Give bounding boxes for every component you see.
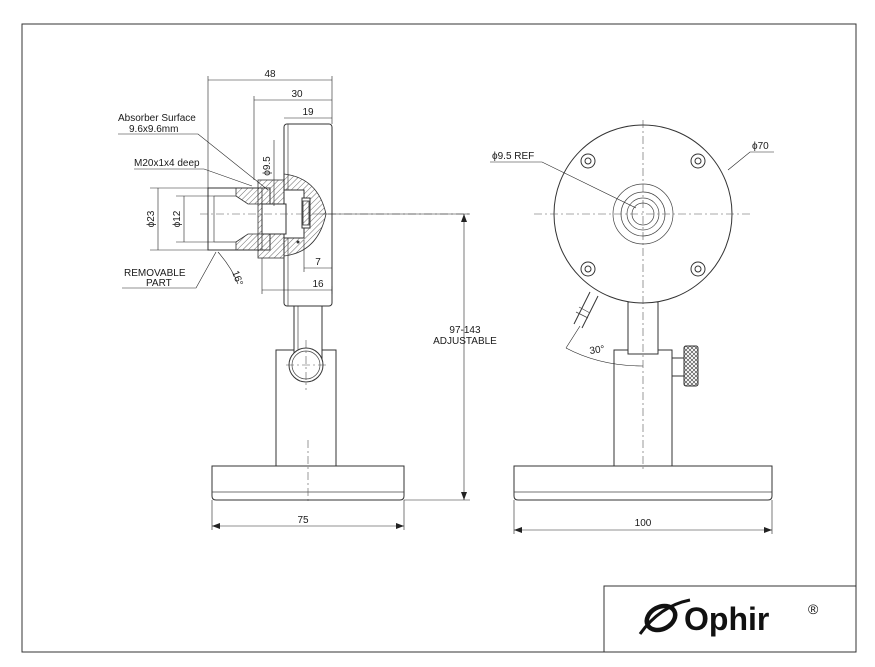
side-view: 48 30 19 ϕ9.5 ϕ23 ϕ12 7 16 16° Absorber … <box>118 69 497 530</box>
label-dia-ref: ϕ9.5 REF <box>492 151 534 162</box>
front-view: 30° ϕ9.5 REF ϕ70 100 <box>490 120 774 534</box>
dim-19: 19 <box>302 107 314 118</box>
front-base <box>513 465 773 501</box>
dim-dia-23: ϕ23 <box>146 210 157 227</box>
front-knurled-knob <box>683 345 699 387</box>
dim-16: 16 <box>312 279 324 290</box>
label-adjustable: ADJUSTABLE <box>433 336 497 347</box>
brand-registered: ® <box>808 601 819 617</box>
label-part: PART <box>146 278 172 289</box>
label-removable: REMOVABLE <box>124 268 186 279</box>
front-cable <box>573 291 599 329</box>
logo-box: Ophir ® <box>603 585 857 653</box>
label-thread: M20x1x4 deep <box>134 158 200 169</box>
dim-30: 30 <box>291 89 303 100</box>
angle-30: 30° <box>589 344 606 357</box>
brand-name: Ophir <box>684 601 769 637</box>
angle-16: 16° <box>229 269 245 287</box>
ophir-logo-icon <box>638 598 691 635</box>
label-absorber-size: 9.6x9.6mm <box>129 124 178 135</box>
dim-97-143: 97-143 <box>449 325 481 336</box>
label-absorber-surface: Absorber Surface <box>118 113 196 124</box>
drawing-border <box>21 23 857 653</box>
dim-48: 48 <box>264 69 276 80</box>
dim-100: 100 <box>635 518 652 529</box>
front-screws <box>580 153 706 277</box>
dim-75: 75 <box>297 515 309 526</box>
label-dia-70: ϕ70 <box>752 141 769 152</box>
dim-dia-12: ϕ12 <box>172 210 183 227</box>
dim-7: 7 <box>315 257 321 268</box>
dim-dia-9-5: ϕ9.5 <box>262 156 273 176</box>
